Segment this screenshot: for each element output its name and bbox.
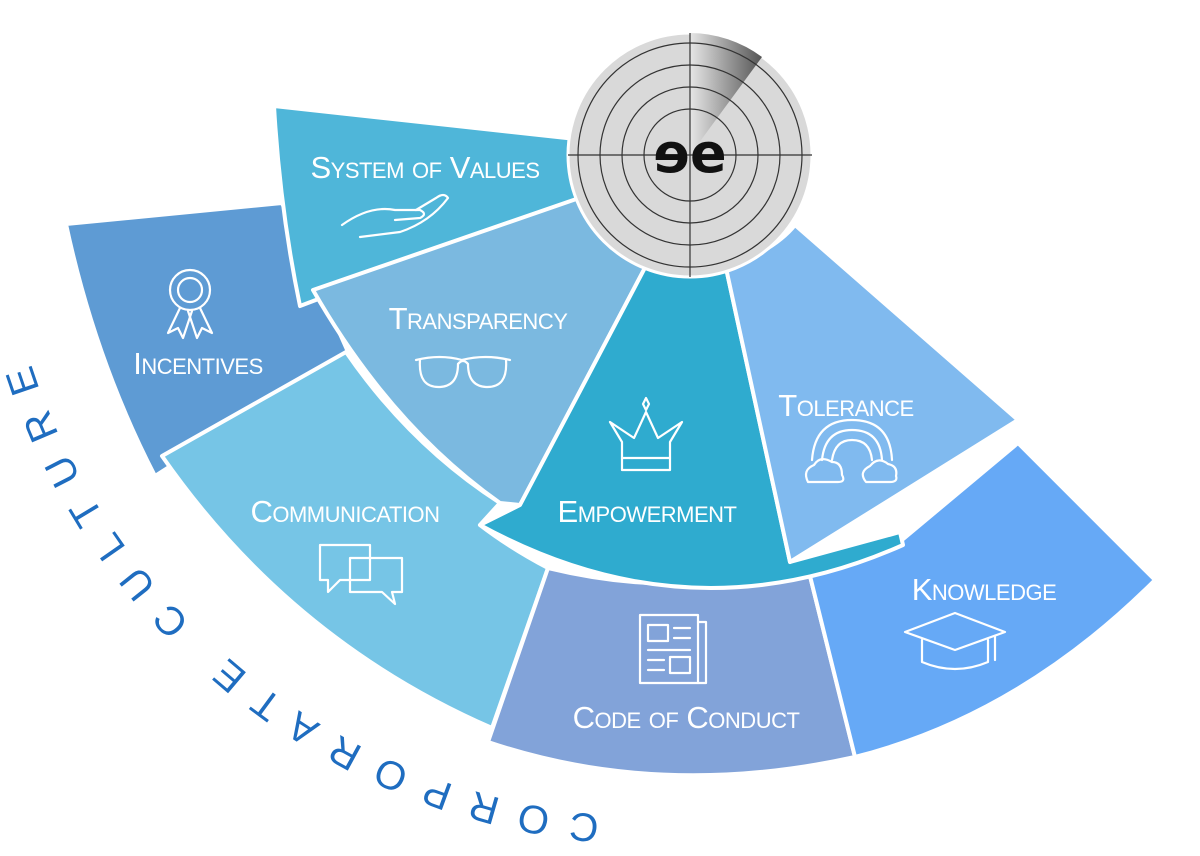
award-ribbon-icon [166, 268, 214, 340]
segment-system-of-values [272, 104, 592, 308]
label-empowerment: Empowerment [558, 494, 737, 529]
newspaper-icon [638, 613, 708, 685]
glasses-icon [414, 355, 512, 389]
crown-icon [608, 396, 684, 472]
hand-icon [340, 193, 450, 239]
rainbow-icon [804, 418, 898, 484]
logo-text: ɘe [653, 122, 726, 185]
segment-communication [160, 350, 550, 730]
label-knowledge: Knowledge [912, 572, 1057, 607]
chat-bubbles-icon [318, 543, 404, 606]
segment-code-of-conduct [486, 566, 857, 778]
label-communication: Communication [250, 494, 439, 529]
radar-logo: ɘe [566, 31, 814, 279]
graduation-cap-icon [903, 611, 1007, 671]
label-code-of-conduct: Code of Conduct [573, 700, 800, 735]
label-tolerance: Tolerance [778, 388, 913, 423]
label-incentives: Incentives [133, 346, 263, 381]
label-transparency: Transparency [389, 301, 569, 336]
segment-incentives [64, 201, 350, 478]
segment-knowledge [806, 441, 1157, 759]
label-system-of-values: System of Values [310, 150, 539, 185]
